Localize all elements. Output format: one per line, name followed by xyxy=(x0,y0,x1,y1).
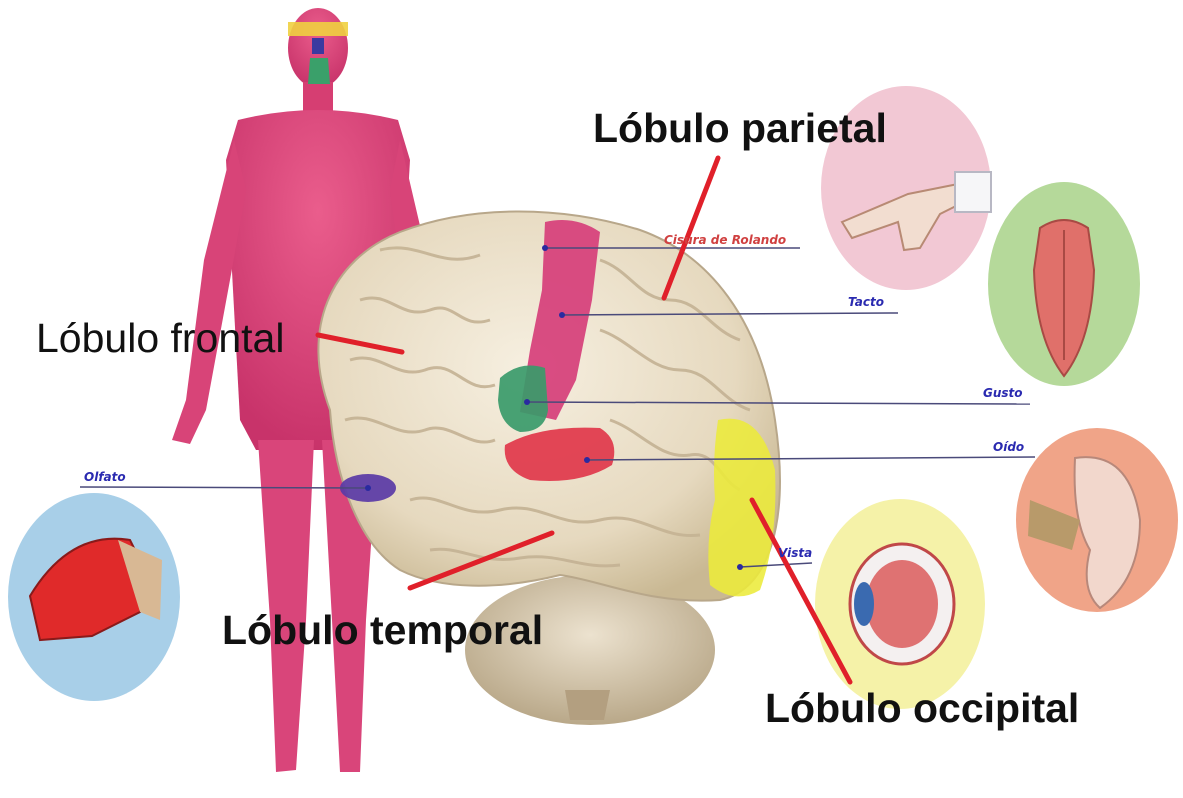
tacto-label: Tacto xyxy=(848,295,884,309)
frontal-lobe-label: Lóbulo frontal xyxy=(36,318,284,359)
oido-ear-circle xyxy=(1016,428,1178,612)
vista-label: Vista xyxy=(778,546,812,560)
olfato-nose-circle xyxy=(8,493,180,701)
oido-label: Oído xyxy=(993,440,1024,454)
olfato-label: Olfato xyxy=(84,470,126,484)
gusto-tongue-circle xyxy=(988,182,1140,386)
parietal-lobe-label: Lóbulo parietal xyxy=(593,108,887,149)
rolando-fissure-label: Cisura de Rolando xyxy=(664,233,786,247)
vista-area xyxy=(708,419,775,597)
gusto-label: Gusto xyxy=(983,386,1023,400)
occipital-lobe-label: Lóbulo occipital xyxy=(765,688,1079,729)
vista-eye-circle xyxy=(815,499,985,709)
temporal-lobe-label: Lóbulo temporal xyxy=(222,610,543,651)
